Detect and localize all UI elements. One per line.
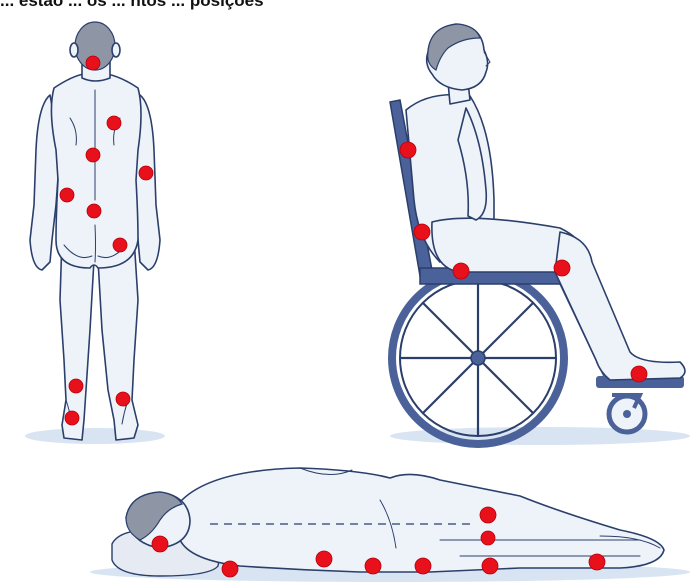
standing-figure xyxy=(25,22,165,444)
pressure-point xyxy=(365,558,381,574)
pressure-point xyxy=(480,507,496,523)
pressure-point xyxy=(453,263,469,279)
pressure-point xyxy=(87,204,101,218)
pressure-point xyxy=(65,411,79,425)
pressure-point xyxy=(222,561,238,577)
pressure-point xyxy=(86,148,100,162)
pressure-point xyxy=(589,554,605,570)
seated-figure xyxy=(390,24,690,445)
pressure-point xyxy=(481,531,495,545)
pressure-point xyxy=(631,366,647,382)
pressure-point xyxy=(482,558,498,574)
pressure-point xyxy=(113,238,127,252)
pressure-point xyxy=(69,379,83,393)
pressure-point xyxy=(139,166,153,180)
pressure-point xyxy=(415,558,431,574)
pressure-point xyxy=(316,551,332,567)
pressure-point xyxy=(400,142,416,158)
pressure-point xyxy=(107,116,121,130)
pressure-point xyxy=(152,536,168,552)
pressure-point xyxy=(60,188,74,202)
pressure-point xyxy=(116,392,130,406)
pressure-point xyxy=(86,56,100,70)
pressure-point xyxy=(414,224,430,240)
pressure-point xyxy=(554,260,570,276)
lying-figure xyxy=(90,468,690,582)
